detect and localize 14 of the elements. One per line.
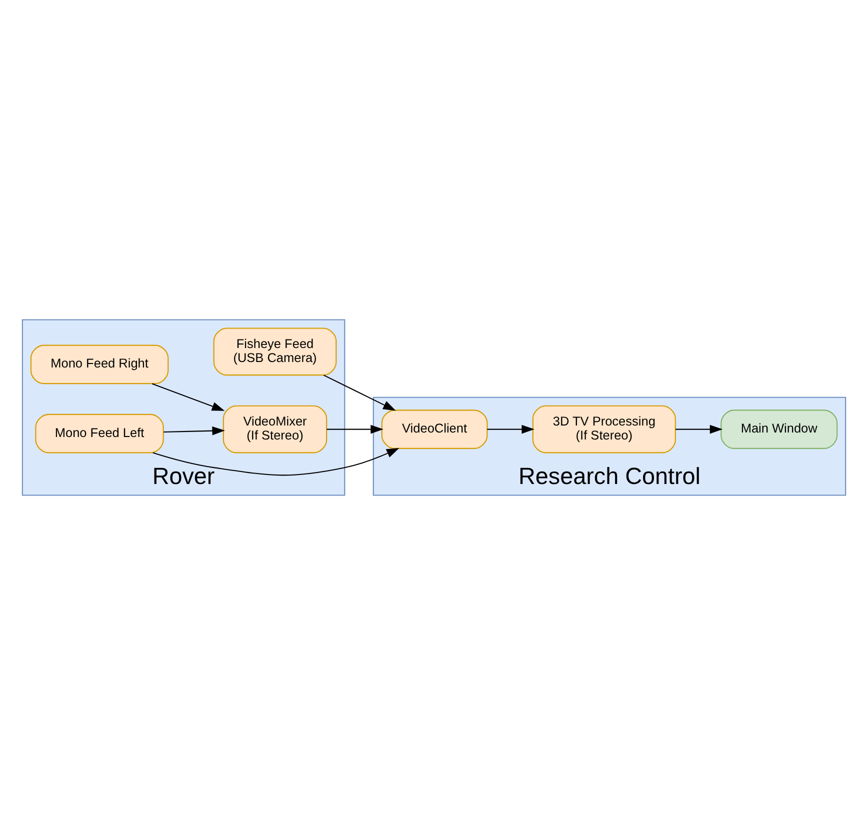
node-box: 3D TV Processing (If Stereo) xyxy=(532,404,676,453)
node-box: VideoClient xyxy=(381,409,488,448)
arrow xyxy=(487,424,534,434)
arrow xyxy=(326,424,384,434)
arrow xyxy=(676,424,723,434)
arrow xyxy=(323,374,396,410)
node-box: VideoMixer (If Stereo) xyxy=(222,404,328,453)
node-box: Mono Feed Right xyxy=(30,344,169,384)
arrow xyxy=(164,426,225,435)
arrow xyxy=(152,447,400,476)
node-box: Main Window xyxy=(720,409,838,448)
node-box: Mono Feed Left xyxy=(35,413,164,453)
arrow xyxy=(152,382,225,410)
node-box: Fisheye Feed (USB Camera) xyxy=(213,327,337,376)
